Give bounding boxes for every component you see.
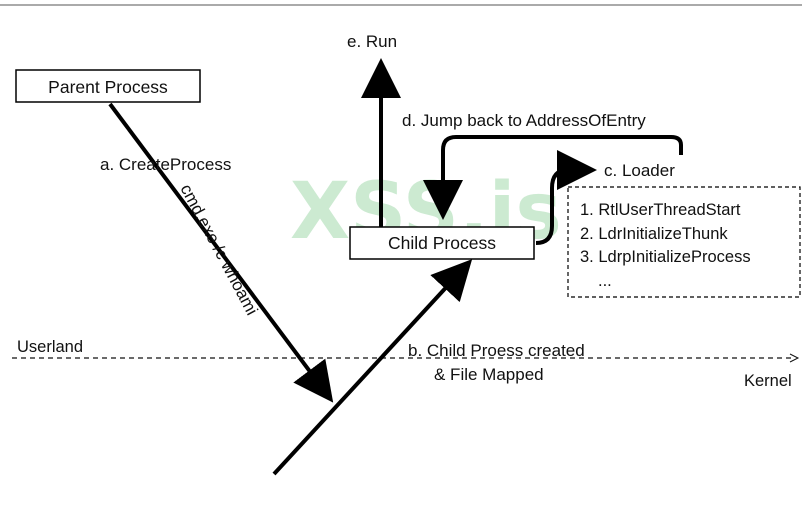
parent-process-box — [15, 69, 201, 103]
step-c-label: c. Loader — [604, 161, 675, 180]
kernel-label: Kernel — [744, 372, 792, 390]
create-process-arrow — [108, 102, 334, 403]
loader-item-ellipsis: ... — [598, 272, 612, 290]
step-e-label: e. Run — [347, 32, 397, 51]
child-created-arrow — [272, 259, 473, 476]
jump-back-arrow — [423, 135, 683, 220]
child-process-label: Child Process — [388, 233, 496, 253]
step-d-label: d. Jump back to AddressOfEntry — [402, 111, 646, 130]
step-b-label-line1: b. Child Proess created — [408, 341, 585, 360]
parent-process-label: Parent Process — [48, 77, 168, 97]
step-b-label-line2: & File Mapped — [434, 365, 544, 384]
step-a-command: cmd.exe /c whoami — [176, 181, 261, 318]
loader-box — [567, 186, 801, 298]
child-process-box — [349, 226, 535, 260]
loader-arrow — [535, 150, 597, 245]
step-a-label: a. CreateProcess — [100, 155, 231, 174]
userland-label: Userland — [17, 338, 83, 356]
loader-item-2: 2. LdrInitializeThunk — [580, 225, 728, 243]
loader-item-1: 1. RtlUserThreadStart — [580, 201, 741, 219]
boundary-arrow-tip — [789, 353, 800, 363]
loader-item-3: 3. LdrpInitializeProcess — [580, 248, 751, 266]
